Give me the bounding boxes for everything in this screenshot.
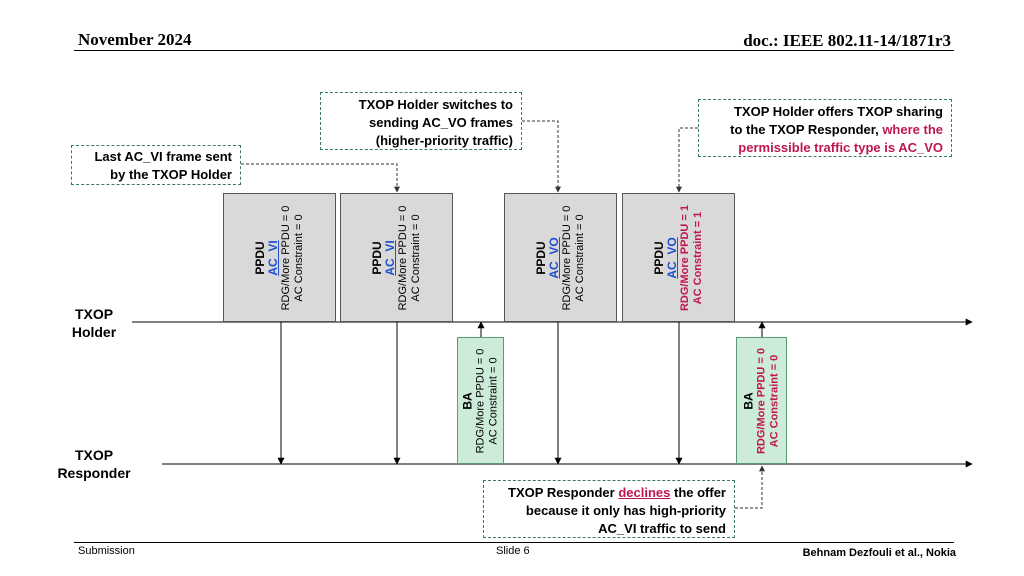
callout-switch-line3: (higher-priority traffic)	[375, 133, 513, 148]
ppdu-frame-1: PPDU AC_VI RDG/More PPDU = 0 AC Constrai…	[223, 193, 336, 322]
callout-decline-line3: AC_VI traffic to send	[598, 521, 726, 536]
ba-2-rdg: RDG/More PPDU = 0	[755, 347, 767, 454]
frame-4-kind: PPDU	[651, 240, 666, 275]
callout-offer-line2-red: where the	[878, 122, 943, 137]
callout-offer-line1: TXOP Holder offers TXOP sharing	[733, 104, 943, 119]
ba-frame-1: BA RDG/More PPDU = 0 AC Constraint = 0	[457, 337, 504, 464]
callout-switch-line1: TXOP Holder switches to	[358, 97, 513, 112]
frame-1-ac-constraint: AC Constraint = 0	[292, 213, 305, 302]
lane-label-holder: TXOP Holder	[49, 305, 139, 341]
header-doc-id: doc.: IEEE 802.11-14/1871r3	[743, 31, 951, 50]
frame-4-ac-constraint: AC Constraint = 1	[691, 211, 704, 304]
ppdu-frame-3: PPDU AC_VO RDG/More PPDU = 0 AC Constrai…	[504, 193, 617, 322]
ppdu-frame-2: PPDU AC_VI RDG/More PPDU = 0 AC Constrai…	[340, 193, 453, 322]
lane-responder-line2: Responder	[57, 465, 131, 481]
ba-1-kind: BA	[460, 391, 474, 410]
callout-last-vi-frame: Last AC_VI frame sent by the TXOP Holder	[71, 145, 241, 185]
connector-offer	[676, 127, 698, 193]
callout-decline-post: the offer	[670, 485, 726, 500]
footer-submission: Submission	[78, 545, 135, 557]
frame-1-rdg: RDG/More PPDU = 0	[279, 205, 292, 310]
frame-3-ac: AC_VO	[546, 236, 561, 279]
frame-4-ac: AC_VO	[664, 236, 679, 279]
lane-label-responder: TXOP Responder	[49, 446, 139, 482]
connector-last-vi	[241, 163, 400, 193]
callout-responder-declines: TXOP Responder declines the offer becaus…	[483, 480, 735, 538]
callout-last-vi-line2: by the TXOP Holder	[110, 167, 232, 182]
frame-1-ac: AC_VI	[265, 239, 280, 276]
callout-decline-word: declines	[618, 485, 671, 500]
frame-4-rdg: RDG/More PPDU = 1	[678, 204, 691, 311]
callout-switch-line2: sending AC_VO frames	[368, 115, 513, 130]
callout-switch-to-vo: TXOP Holder switches to sending AC_VO fr…	[320, 92, 522, 150]
frame-1-kind: PPDU	[252, 240, 267, 275]
frame-3-ac-constraint: AC Constraint = 0	[573, 213, 586, 302]
frame-2-ac: AC_VI	[382, 239, 397, 276]
callout-offer-line3-red: permissible traffic type is AC_VO	[738, 140, 943, 155]
frame-2-kind: PPDU	[369, 240, 384, 275]
footer-authors: Behnam Dezfouli et al., Nokia	[802, 547, 956, 559]
ba-1-rdg: RDG/More PPDU = 0	[474, 348, 486, 453]
header-rule	[74, 50, 954, 51]
callout-decline-pre: TXOP Responder	[508, 485, 619, 500]
connector-switch	[522, 120, 561, 193]
callout-decline-line2: because it only has high-priority	[525, 503, 726, 518]
ba-frame-2: BA RDG/More PPDU = 0 AC Constraint = 0	[736, 337, 787, 464]
frame-2-rdg: RDG/More PPDU = 0	[396, 205, 409, 310]
ba-1-ac-constraint: AC Constraint = 0	[487, 356, 499, 445]
frame-2-ac-constraint: AC Constraint = 0	[409, 213, 422, 302]
ppdu-frame-4: PPDU AC_VO RDG/More PPDU = 1 AC Constrai…	[622, 193, 735, 322]
ba-2-kind: BA	[741, 391, 755, 410]
callout-txop-offer: TXOP Holder offers TXOP sharing to the T…	[698, 99, 952, 157]
frame-3-kind: PPDU	[533, 240, 548, 275]
ba-2-ac-constraint: AC Constraint = 0	[768, 354, 780, 447]
lane-responder-line1: TXOP	[74, 447, 114, 463]
frame-3-rdg: RDG/More PPDU = 0	[560, 205, 573, 310]
connector-decline	[735, 465, 765, 509]
footer-rule	[74, 542, 954, 543]
callout-offer-line2: to the TXOP Responder,	[730, 122, 879, 137]
lane-holder-line1: TXOP	[74, 306, 114, 322]
header-date: November 2024	[78, 30, 192, 49]
lane-holder-line2: Holder	[71, 324, 117, 340]
callout-last-vi-line1: Last AC_VI frame sent	[94, 149, 232, 164]
footer-slide-number: Slide 6	[496, 545, 530, 557]
